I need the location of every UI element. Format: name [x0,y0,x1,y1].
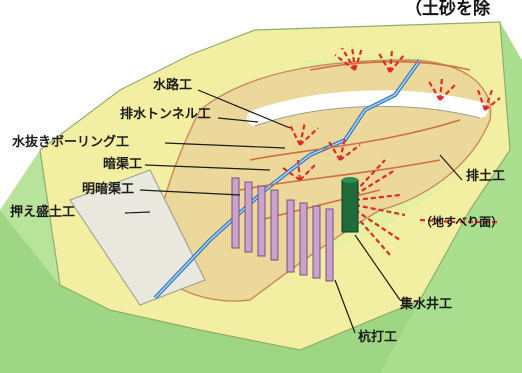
label-drainage-boring: 水抜きボーリング工 [12,135,130,150]
piles [231,177,334,282]
drainage-boring-fans [282,45,501,256]
collecting-well [341,177,359,233]
label-water-channel: 水路工 [153,78,193,93]
counterweight-fill-block [69,169,206,306]
label-underdrain: 暗渠工 [103,157,143,172]
label-piling: 杭打工 [358,330,398,345]
label-counterweight-fill: 押え盛土工 [10,205,76,220]
label-slip-surface: （地すべり面） [420,215,504,229]
leader-lines [124,89,463,334]
top-caption: （土砂を除 [405,0,490,19]
label-soil-removal: 排土工 [466,169,506,184]
drainage-tunnel [247,90,488,126]
label-drainage-tunnel: 排水トンネル工 [120,107,211,122]
label-open-underdrain: 明暗渠工 [82,182,135,197]
drainage-tunnel-outline [254,105,481,127]
ground-front-face [0,210,420,373]
label-collecting-well: 集水井工 [400,297,453,312]
